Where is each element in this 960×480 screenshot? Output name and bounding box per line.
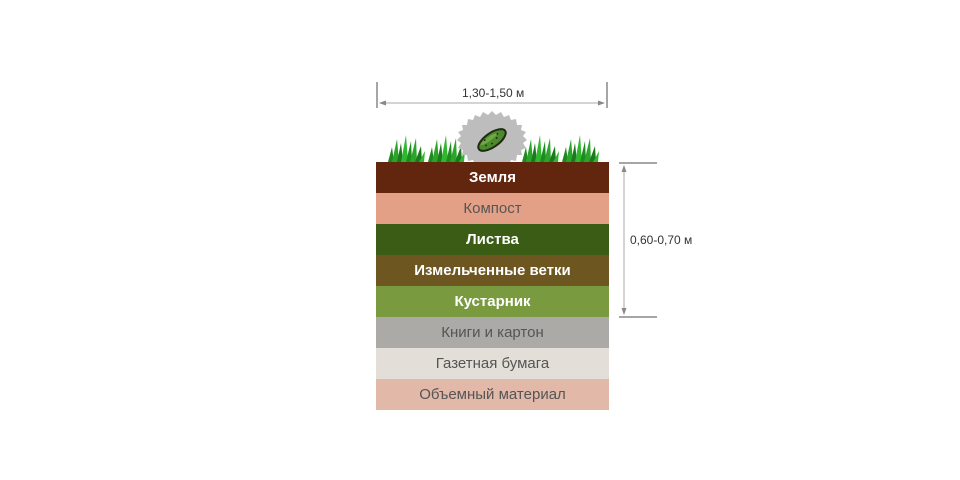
layer-books-cardboard: Книги и картон [376,317,609,348]
grass-icon [562,135,599,162]
layer-compost: Компост [376,193,609,224]
layer-shrubs: Кустарник [376,286,609,317]
garden-bed-layers: Земля Компост Листва Измельченные ветки … [376,162,609,410]
layer-soil: Земля [376,162,609,193]
height-dimension-line [619,162,657,318]
layer-chopped-branches: Измельченные ветки [376,255,609,286]
grass-icon [388,135,425,162]
width-dimension-line [376,82,608,108]
cucumber-badge-icon [457,111,527,169]
grass-icon [522,135,559,162]
height-dimension-label: 0,60-0,70 м [630,233,693,247]
layer-bulk-material: Объемный материал [376,379,609,410]
layer-leaves: Листва [376,224,609,255]
layer-newspaper: Газетная бумага [376,348,609,379]
width-dimension-label: 1,30-1,50 м [462,86,525,100]
